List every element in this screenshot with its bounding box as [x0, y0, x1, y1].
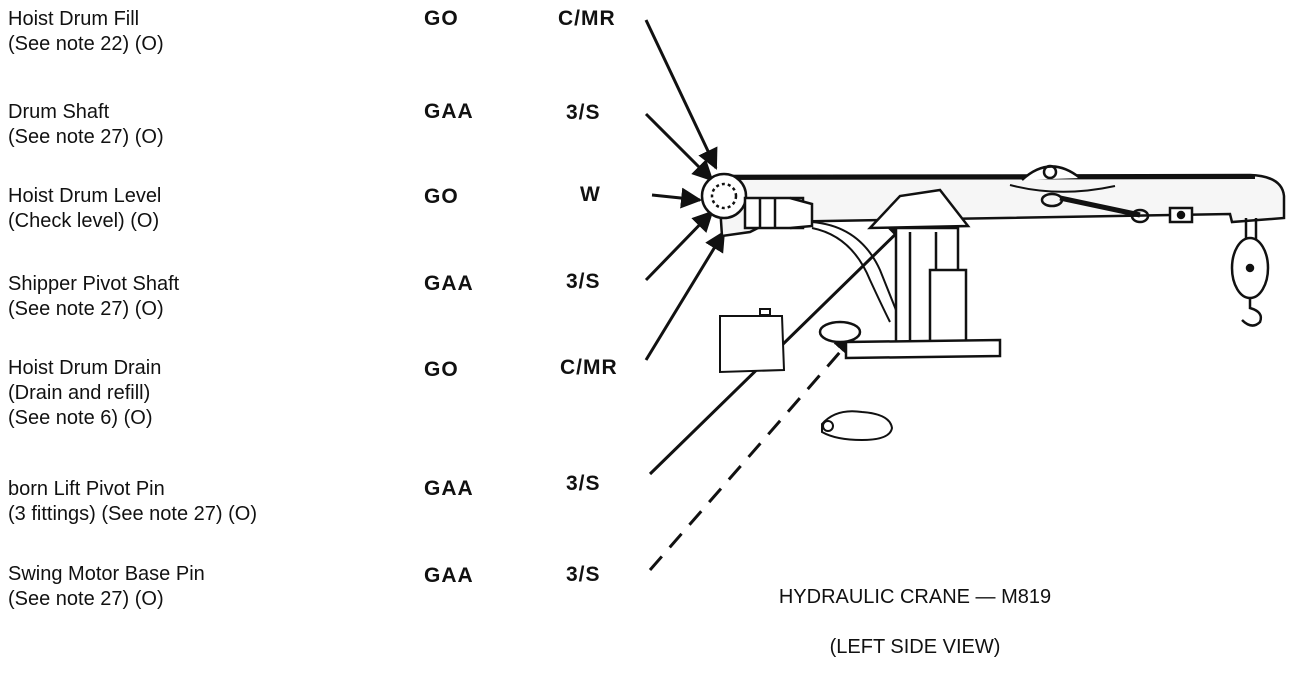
- lubricant-code: GO: [424, 358, 459, 381]
- hoist-drum: [700, 172, 814, 230]
- leader-line: [644, 112, 714, 182]
- leader-line: [644, 19, 718, 170]
- lube-point-name: Hoist Drum Level (Check level) (O): [8, 185, 162, 232]
- lubricant-code: GAA: [424, 100, 474, 123]
- lubricant-code: GAA: [424, 477, 474, 500]
- hook-block: [1230, 218, 1270, 327]
- loose-parts: [719, 308, 894, 442]
- lube-point-name: Swing Motor Base Pin (See note 27) (O): [8, 563, 205, 610]
- crane-illustration: [644, 19, 1286, 571]
- leader-line: [644, 210, 714, 282]
- interval-code: 3/S: [566, 101, 601, 124]
- interval-code: 3/S: [566, 270, 601, 293]
- crane-turret: [818, 188, 1002, 360]
- interval-code: C/MR: [558, 7, 616, 30]
- leader-lines: [644, 19, 910, 571]
- lubricant-code: GAA: [424, 564, 474, 587]
- leader-line: [651, 187, 703, 209]
- lubricant-code: GAA: [424, 272, 474, 295]
- leader-line: [644, 230, 726, 361]
- interval-code: 3/S: [566, 472, 601, 495]
- figure-caption: HYDRAULIC CRANE — M819 (LEFT SIDE VIEW): [760, 560, 1070, 685]
- lube-point-name: Hoist Drum Fill (See note 22) (O): [8, 8, 164, 55]
- hydraulic-hoses: [811, 221, 901, 323]
- lubricant-code: GO: [424, 185, 459, 208]
- lubricant-code: GO: [424, 7, 459, 30]
- caption-title: HYDRAULIC CRANE — M819: [778, 586, 1052, 608]
- lube-point-name: Hoist Drum Drain (Drain and refill) (See…: [8, 357, 162, 429]
- lube-point-name: Shipper Pivot Shaft (See note 27) (O): [8, 273, 180, 320]
- lube-point-name: Drum Shaft (See note 27) (O): [8, 101, 164, 148]
- leader-line: [648, 334, 856, 571]
- interval-code: W: [580, 183, 601, 206]
- interval-code: 3/S: [566, 563, 601, 586]
- lube-point-name: born Lift Pivot Pin (3 fittings) (See no…: [8, 478, 257, 525]
- crane-boom: [716, 164, 1286, 238]
- caption-subtitle: (LEFT SIDE VIEW): [829, 636, 1001, 658]
- interval-code: C/MR: [560, 356, 618, 379]
